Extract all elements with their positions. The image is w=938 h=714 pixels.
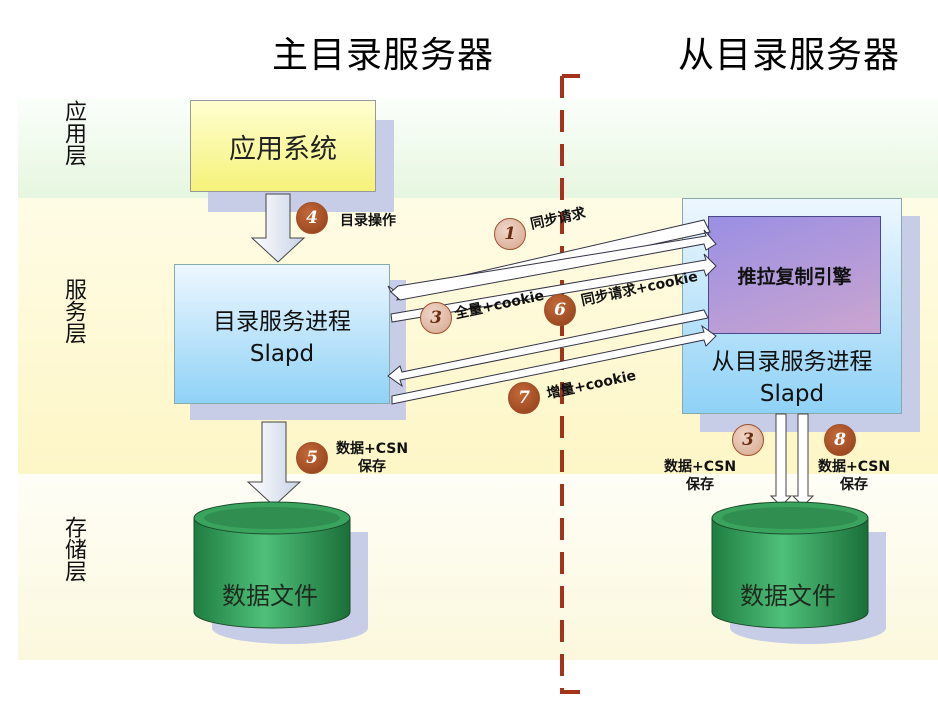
step-5-label-line1: 数据+CSN — [336, 441, 409, 457]
step-6-marker: 6 — [544, 294, 576, 326]
step-4-marker: 4 — [296, 202, 328, 234]
arrow-app-to-process — [250, 193, 306, 263]
slave-process-name: 从目录服务进程 — [711, 349, 873, 375]
step-4-label: 目录操作 — [340, 213, 396, 229]
push-pull-replication-engine: 推拉复制引擎 — [708, 216, 881, 334]
application-layer-band — [18, 98, 938, 198]
arrow-full-cookie — [390, 229, 717, 301]
step-3-full-marker: 3 — [420, 302, 452, 334]
arrow-process-to-storage — [246, 421, 302, 507]
step-8-label: 数据+CSN 保存 — [818, 458, 890, 494]
step-3-slave-label-line1: 数据+CSN — [664, 459, 737, 475]
master-server-title: 主目录服务器 — [272, 35, 495, 76]
master-data-file-label: 数据文件 — [222, 582, 318, 610]
layer-label-service: 服务层 — [61, 278, 86, 344]
step-1-marker: 1 — [494, 218, 526, 250]
step-5-label: 数据+CSN 保存 — [336, 440, 408, 476]
slave-data-file-label: 数据文件 — [740, 582, 836, 610]
slave-process-slapd: Slapd — [759, 381, 825, 407]
step-8-label-line1: 数据+CSN — [818, 459, 891, 475]
arrow-slave-storage-left — [769, 413, 793, 507]
step-5-marker: 5 — [296, 442, 328, 474]
arrow-slave-storage-right — [791, 413, 815, 507]
master-process-slapd: Slapd — [249, 341, 315, 367]
arrow-incremental-cookie — [387, 309, 709, 388]
step-8-marker: 8 — [824, 424, 856, 456]
step-3-slave-marker: 3 — [732, 424, 764, 456]
master-process-name: 目录服务进程 — [213, 309, 351, 335]
layer-label-app: 应用层 — [61, 100, 86, 166]
layer-label-storage: 存储层 — [61, 516, 86, 582]
step-5-label-line2: 保存 — [358, 459, 387, 475]
master-data-file-cylinder — [193, 501, 368, 644]
step-7-marker: 7 — [508, 382, 540, 414]
application-system-box: 应用系统 — [190, 100, 376, 192]
step-8-label-line2: 保存 — [840, 477, 869, 493]
master-directory-process: 目录服务进程 Slapd — [174, 264, 390, 404]
arrow-incremental-return — [391, 324, 717, 405]
slave-server-title: 从目录服务器 — [678, 35, 901, 76]
step-3-slave-label-line2: 保存 — [686, 477, 715, 493]
step-3-slave-label: 数据+CSN 保存 — [664, 458, 736, 494]
slave-data-file-cylinder — [711, 501, 886, 644]
